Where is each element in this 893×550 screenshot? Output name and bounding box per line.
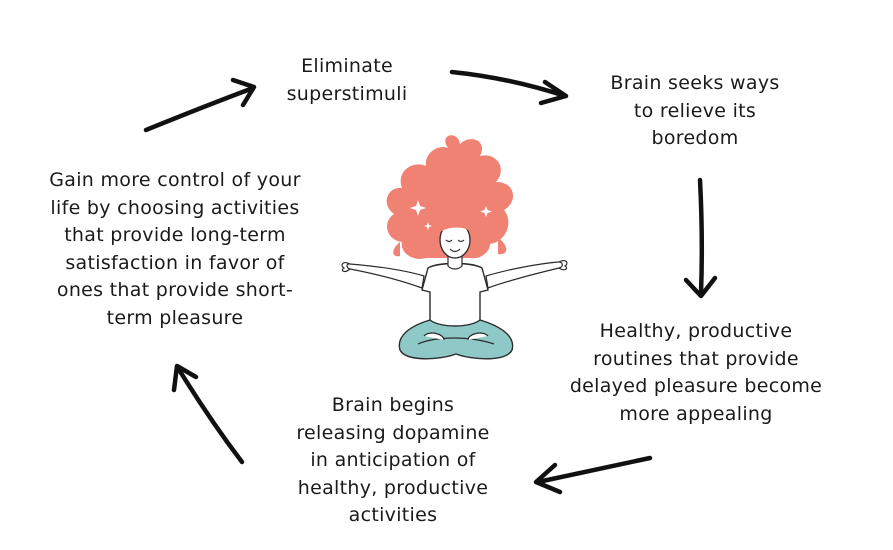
step-4-line: releasing dopamine (296, 421, 490, 444)
hair-tendril (393, 242, 400, 257)
step-1-line: superstimuli (286, 82, 408, 105)
step-4-line: in anticipation of (310, 449, 476, 471)
smile (449, 248, 461, 253)
hair-tendril (498, 238, 507, 255)
sparkle-icon (424, 222, 432, 230)
step-5-line: that provide long-term (64, 224, 286, 246)
step-4-line: activities (348, 504, 438, 526)
leg-crease (417, 337, 495, 345)
arrow-control-to-eliminate (143, 77, 257, 133)
step-3-line: delayed pleasure become (569, 375, 823, 397)
arrow-healthy-to-dopamine (533, 455, 653, 495)
foot-right (467, 332, 489, 341)
step-3-line: routines that provide (593, 347, 799, 370)
step-5-line: life by choosing activities (50, 196, 300, 219)
step-brain-releases-dopamine: Brain begins releasing dopamine in antic… (268, 392, 518, 530)
step-5-line: satisfaction in favor of (65, 251, 285, 274)
closed-eye-left (445, 239, 453, 243)
step-4-line: healthy, productive (297, 476, 489, 499)
sparkle-icon (480, 206, 492, 217)
step-3-line: Healthy, productive (599, 320, 793, 342)
bangs (440, 220, 471, 232)
step-gain-more-control: Gain more control of your life by choosi… (20, 167, 330, 332)
arrow-eliminate-to-seeks (449, 69, 569, 106)
foot-left (423, 332, 445, 341)
pants (398, 319, 514, 360)
shirt (421, 262, 489, 328)
step-2-line: boredom (651, 127, 739, 149)
step-5-line: ones that provide short- (56, 279, 294, 301)
sparkle-icon (410, 200, 426, 216)
step-5-line: Gain more control of your (49, 169, 301, 191)
arrow-dopamine-to-control (171, 363, 245, 465)
step-brain-seeks-relief: Brain seeks ways to relieve its boredom (585, 70, 805, 153)
step-3-line: more appealing (619, 402, 773, 425)
meditating-woman-illustration (341, 135, 568, 360)
step-eliminate-superstimuli: Eliminate superstimuli (247, 53, 447, 108)
left-arm (346, 263, 425, 289)
step-healthy-routines-appealing: Healthy, productive routines that provid… (540, 318, 852, 428)
step-2-line: Brain seeks ways (610, 72, 780, 94)
step-4-line: Brain begins (331, 394, 455, 416)
right-hand (558, 260, 568, 271)
step-1-line: Eliminate (301, 55, 393, 77)
arrow-seeks-to-healthy (683, 177, 718, 299)
step-2-line: to relieve its (633, 99, 757, 122)
right-arm (485, 261, 563, 289)
hair-shape (386, 135, 514, 259)
left-hand (341, 262, 351, 273)
closed-eye-right (457, 239, 465, 243)
step-5-line: term pleasure (106, 306, 244, 329)
